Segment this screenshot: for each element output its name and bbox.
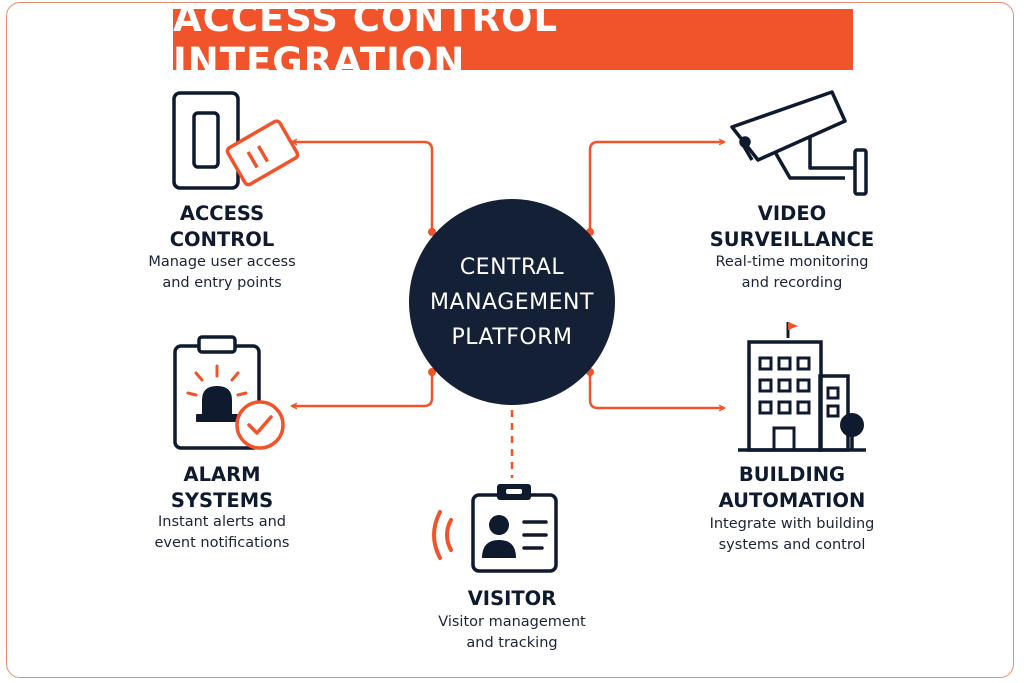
node-desc-visitor: Visitor management and tracking bbox=[402, 612, 622, 654]
connector-dot bbox=[428, 368, 436, 376]
node-desc-access-control: Manage user access and entry points bbox=[112, 252, 332, 294]
desc-line: event notifications bbox=[154, 535, 290, 551]
title-banner: ACCESS CONTROL INTEGRATION bbox=[173, 0, 853, 83]
connector-alarm-systems bbox=[292, 372, 434, 406]
card-reader-icon bbox=[172, 91, 300, 190]
node-title-visitor: VISITOR bbox=[412, 586, 612, 612]
hub-line: PLATFORM bbox=[451, 325, 573, 350]
central-hub-circle bbox=[409, 199, 615, 405]
title-line: BUILDING bbox=[738, 463, 846, 486]
node-title-video-surveillance: VIDEO SURVEILLANCE bbox=[692, 201, 892, 253]
node-desc-video-surveillance: Real-time monitoring and recording bbox=[682, 252, 902, 294]
alarm-clipboard-icon bbox=[173, 335, 285, 450]
building-icon bbox=[738, 322, 866, 452]
connector-access-control bbox=[292, 142, 434, 232]
title-line: CONTROL bbox=[169, 228, 275, 251]
node-title-access-control: ACCESS CONTROL bbox=[122, 201, 322, 253]
title-line: ALARM bbox=[183, 463, 261, 486]
title-line: SURVEILLANCE bbox=[709, 228, 875, 251]
connector-dot bbox=[428, 228, 436, 236]
connector-video-surveillance bbox=[588, 142, 724, 232]
desc-line: and entry points bbox=[162, 275, 282, 291]
hub-line: MANAGEMENT bbox=[430, 290, 594, 315]
desc-line: Manage user access bbox=[148, 254, 296, 270]
desc-line: and tracking bbox=[466, 635, 558, 651]
connector-building-automation bbox=[588, 372, 724, 408]
node-title-alarm-systems: ALARM SYSTEMS bbox=[122, 462, 322, 514]
desc-line: Real-time monitoring bbox=[715, 254, 869, 270]
page-title: ACCESS CONTROL INTEGRATION bbox=[173, 0, 559, 83]
security-camera-icon bbox=[730, 90, 868, 196]
title-line: AUTOMATION bbox=[718, 489, 866, 512]
title-line: VIDEO bbox=[757, 202, 827, 225]
title-line: VISITOR bbox=[467, 587, 557, 610]
visitor-badge-icon bbox=[432, 484, 558, 573]
node-title-building-automation: BUILDING AUTOMATION bbox=[692, 462, 892, 514]
desc-line: and recording bbox=[741, 275, 843, 291]
desc-line: Integrate with building bbox=[709, 516, 875, 532]
node-desc-alarm-systems: Instant alerts and event notifications bbox=[112, 512, 332, 554]
title-line: ACCESS bbox=[179, 202, 265, 225]
hub-line: CENTRAL bbox=[459, 255, 565, 280]
desc-line: Instant alerts and bbox=[157, 514, 286, 530]
central-hub-label: CENTRAL MANAGEMENT PLATFORM bbox=[406, 250, 618, 355]
desc-line: Visitor management bbox=[438, 614, 586, 630]
desc-line: systems and control bbox=[718, 537, 866, 553]
node-desc-building-automation: Integrate with building systems and cont… bbox=[677, 514, 907, 556]
title-line: SYSTEMS bbox=[170, 489, 274, 512]
